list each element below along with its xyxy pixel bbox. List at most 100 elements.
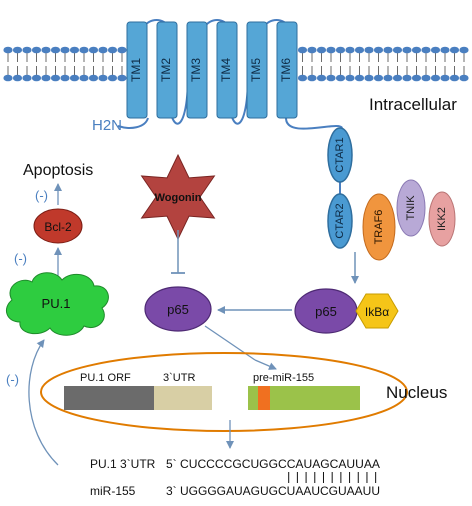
tm-segment bbox=[186, 21, 208, 119]
seq-row2: UGGGGAUAGUGCUAAUCGUAAUU bbox=[180, 484, 380, 498]
lipid-head bbox=[107, 46, 118, 54]
pre-mir-label: pre-miR-155 bbox=[253, 372, 314, 384]
tm-label: TM2 bbox=[159, 58, 173, 82]
nucleus-outline bbox=[40, 352, 408, 432]
bcl2-label: Bcl-2 bbox=[44, 220, 72, 234]
lipid-head bbox=[316, 74, 327, 82]
lipid-head bbox=[107, 74, 118, 82]
lipid-head bbox=[335, 74, 346, 82]
lipid-head bbox=[392, 46, 403, 54]
lipid-head bbox=[373, 74, 384, 82]
lipid-head bbox=[354, 74, 365, 82]
lipid-head bbox=[31, 46, 42, 54]
c-terminus-tail bbox=[285, 117, 343, 130]
bcl2: Bcl-2 bbox=[33, 208, 83, 244]
inhibit-mark: (-) bbox=[14, 251, 27, 266]
lipid-head bbox=[297, 46, 308, 54]
seq-row1: CUCCCCGCUGGCCAUAGCAUUAA bbox=[180, 457, 380, 471]
lipid-head bbox=[117, 74, 127, 82]
lipid-head bbox=[411, 46, 422, 54]
lipid-head bbox=[345, 46, 355, 54]
lipid-head bbox=[364, 74, 374, 82]
p65-to-nucleus-arrow bbox=[254, 359, 277, 370]
lipid-head bbox=[326, 74, 336, 82]
lipid-head bbox=[440, 74, 450, 82]
ikk2: IKK2 bbox=[428, 191, 456, 247]
lipid-head bbox=[354, 46, 365, 54]
lipid-head bbox=[79, 46, 89, 54]
lipid-head bbox=[41, 46, 51, 54]
lipid-head bbox=[12, 46, 23, 54]
ctar2-label: CTAR2 bbox=[334, 203, 346, 238]
p65-free-label: p65 bbox=[167, 302, 189, 317]
lipid-head bbox=[12, 74, 23, 82]
seq-row1-dir: 5` bbox=[166, 457, 177, 471]
lipid-head bbox=[421, 46, 431, 54]
lipid-head bbox=[69, 46, 80, 54]
tm-label: TM3 bbox=[189, 58, 203, 82]
tm-segment bbox=[246, 21, 268, 119]
lipid-head bbox=[50, 46, 61, 54]
base-pairing-ticks bbox=[288, 472, 377, 483]
lipid-head bbox=[430, 46, 441, 54]
lipid-head bbox=[88, 46, 99, 54]
lipid-head bbox=[98, 46, 108, 54]
n-terminus-label: H2N bbox=[92, 117, 122, 134]
lipid-head bbox=[41, 74, 51, 82]
pu1-feedback-arrow bbox=[28, 339, 59, 466]
p65-to-nucleus-line bbox=[204, 325, 256, 361]
apoptosis-label: Apoptosis bbox=[23, 162, 93, 179]
lipid-head bbox=[117, 46, 127, 54]
pu1-cloud: PU.1 bbox=[5, 272, 109, 336]
lipid-head bbox=[50, 74, 61, 82]
lipid-head bbox=[3, 46, 13, 54]
tm-label: TM4 bbox=[219, 58, 233, 82]
pu1-orf-label: PU.1 ORF bbox=[80, 372, 131, 384]
lipid-head bbox=[297, 74, 308, 82]
tm-segment bbox=[216, 21, 238, 119]
lipid-head bbox=[421, 74, 431, 82]
lipid-head bbox=[79, 74, 89, 82]
ikk2-label: IKK2 bbox=[436, 207, 448, 231]
lipid-head bbox=[22, 74, 32, 82]
lipid-head bbox=[326, 46, 336, 54]
tm-segment bbox=[276, 21, 298, 119]
pu1-label: PU.1 bbox=[42, 296, 71, 311]
seq-row2-label: miR-155 bbox=[90, 484, 136, 498]
traf6: TRAF6 bbox=[362, 193, 396, 261]
lipid-head bbox=[60, 46, 70, 54]
p65-free: p65 bbox=[144, 286, 212, 332]
lipid-head bbox=[60, 74, 70, 82]
wogonin-label: Wogonin bbox=[155, 192, 202, 204]
lipid-head bbox=[459, 46, 469, 54]
lipid-head bbox=[402, 46, 412, 54]
lipid-head bbox=[345, 74, 355, 82]
lipid-head bbox=[449, 74, 460, 82]
lipid-head bbox=[307, 74, 317, 82]
n-terminus-tail bbox=[117, 117, 149, 129]
lipid-head bbox=[383, 46, 393, 54]
seq-row1-label: PU.1 3`UTR bbox=[90, 457, 156, 471]
lipid-head bbox=[22, 46, 32, 54]
inhibit-mark: (-) bbox=[35, 188, 48, 203]
tm-segment bbox=[156, 21, 178, 119]
lipid-head bbox=[3, 74, 13, 82]
lipid-head bbox=[383, 74, 393, 82]
traf6-label: TRAF6 bbox=[373, 210, 385, 245]
p65-complex-label: p65 bbox=[315, 304, 337, 319]
lipid-head bbox=[69, 74, 80, 82]
ctar1: CTAR1 bbox=[327, 127, 353, 183]
tm-label: TM5 bbox=[249, 58, 263, 82]
lipid-head bbox=[88, 74, 99, 82]
seq-row2-dir: 3` bbox=[166, 484, 177, 498]
lipid-head bbox=[316, 46, 327, 54]
lipid-head bbox=[411, 74, 422, 82]
lipid-head bbox=[449, 46, 460, 54]
lipid-head bbox=[364, 46, 374, 54]
tm-label: TM6 bbox=[279, 58, 293, 82]
cell-membrane bbox=[3, 46, 469, 82]
tm-segment bbox=[126, 21, 148, 119]
lipid-head bbox=[459, 74, 469, 82]
lipid-head bbox=[440, 46, 450, 54]
